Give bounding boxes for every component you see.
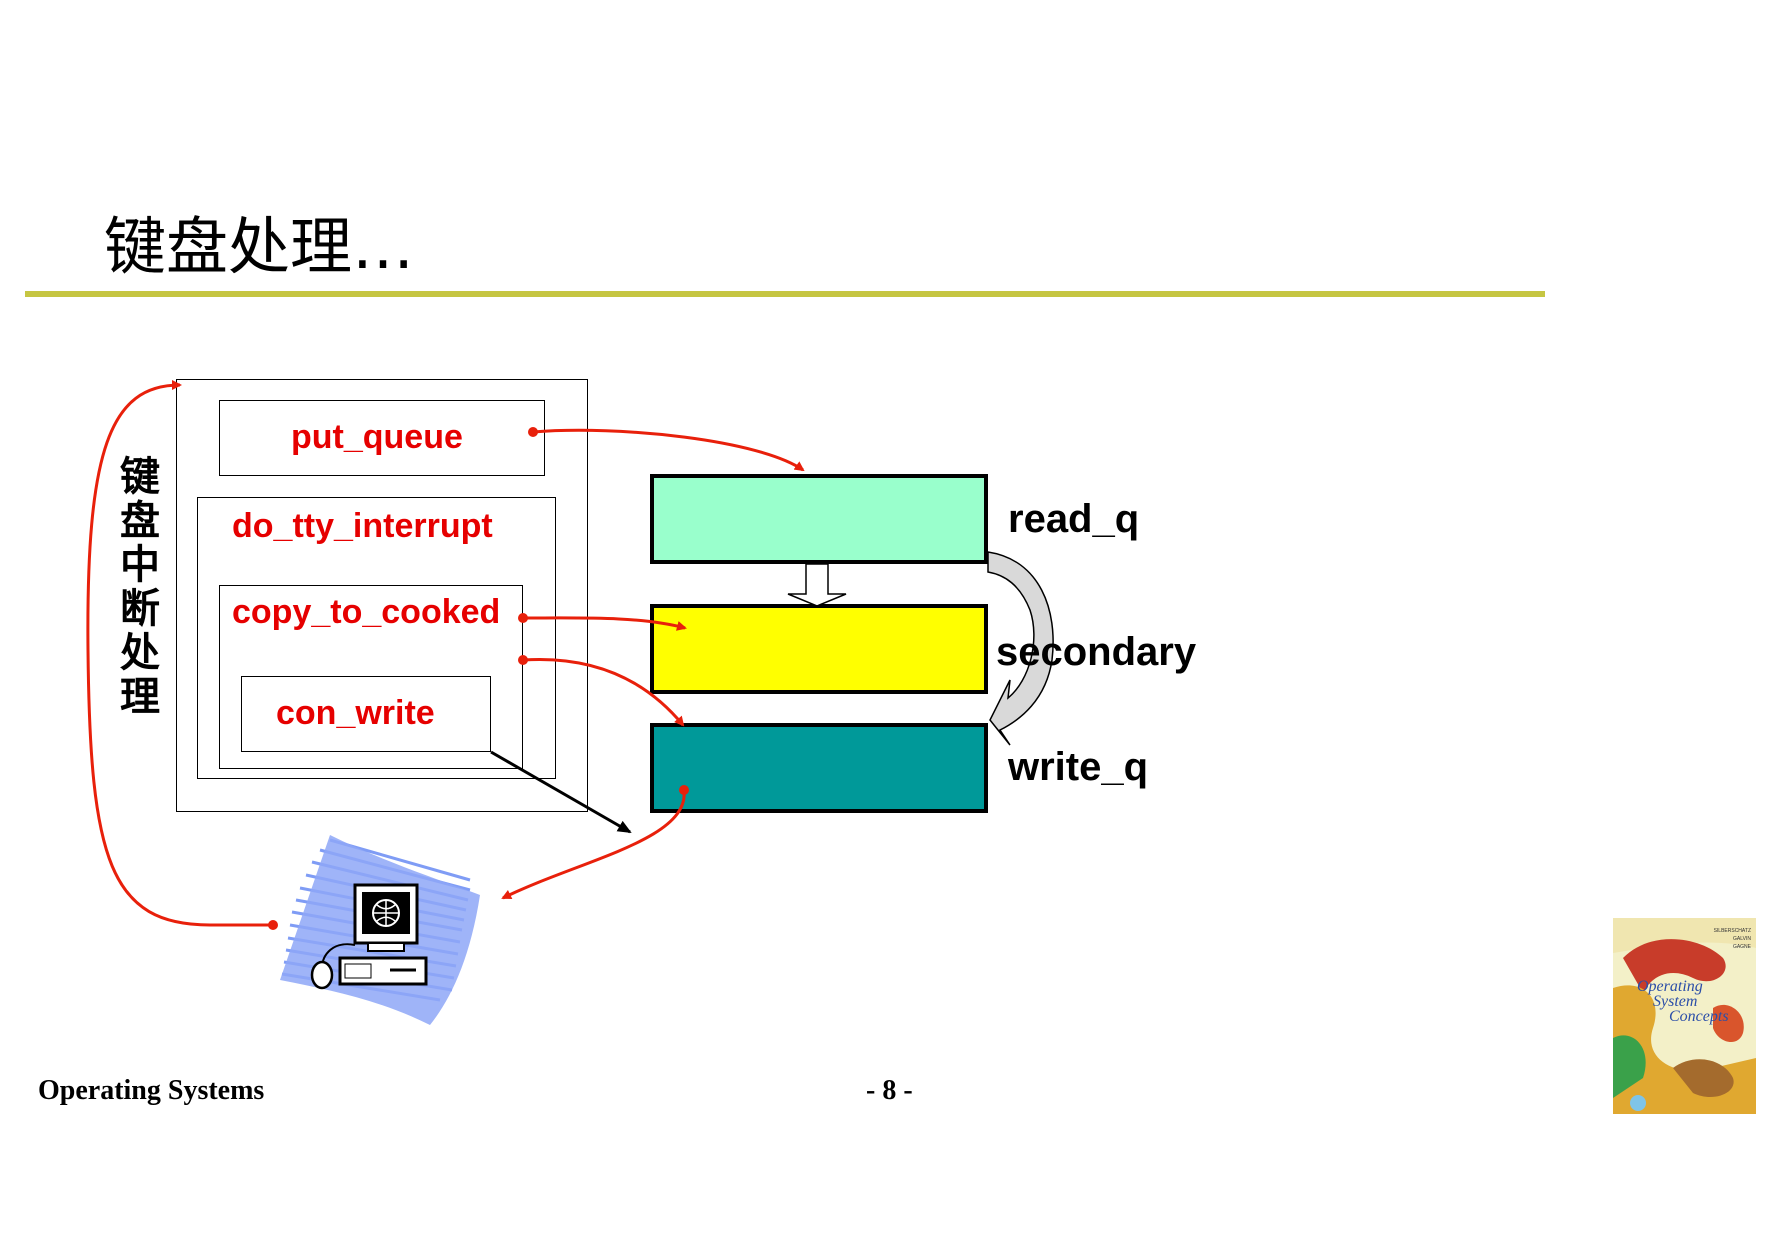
put-queue-label: put_queue — [291, 418, 463, 456]
write-q-label: write_q — [1008, 745, 1149, 789]
transfer-arrow-icon — [787, 563, 847, 607]
keyboard-interrupt-handler-label: 键 盘 中 断 处 理 — [115, 455, 165, 719]
con-write-label: con_write — [276, 694, 435, 732]
vertical-char: 中 — [120, 542, 160, 588]
curved-transfer-arrow-icon — [987, 551, 1054, 746]
vertical-char: 处 — [120, 630, 160, 676]
con-write-box — [241, 676, 491, 752]
slide-title: 键盘处理… — [104, 210, 415, 283]
read-q-label: read_q — [1008, 497, 1140, 541]
do-tty-interrupt-label: do_tty_interrupt — [232, 507, 493, 545]
book-title-3: Concepts — [1669, 1008, 1729, 1025]
footer-page-number: - 8 - — [866, 1075, 913, 1106]
book-author-1: SILBERSCHATZ — [1714, 928, 1751, 934]
read-q-buffer — [650, 474, 988, 564]
vertical-char: 键 — [120, 454, 160, 500]
book-title-1: Operating — [1637, 978, 1703, 995]
book-author-2: GALVIN — [1733, 936, 1751, 942]
vertical-char: 盘 — [120, 498, 160, 544]
computer-terminal-icon — [280, 835, 480, 1025]
book-cover-icon: SILBERSCHATZ GALVIN GAGNE Operating Syst… — [1613, 918, 1756, 1114]
footer-course: Operating Systems — [38, 1075, 265, 1106]
title-divider — [25, 291, 1545, 297]
write-q-buffer — [650, 723, 988, 813]
vertical-char: 断 — [120, 586, 160, 632]
copy-to-cooked-label: copy_to_cooked — [232, 593, 501, 631]
vertical-char: 理 — [120, 674, 160, 720]
secondary-buffer — [650, 604, 988, 694]
put-queue-box — [219, 400, 545, 476]
book-title-2: System — [1653, 993, 1697, 1010]
secondary-label: secondary — [996, 630, 1197, 674]
book-author-3: GAGNE — [1733, 944, 1752, 950]
